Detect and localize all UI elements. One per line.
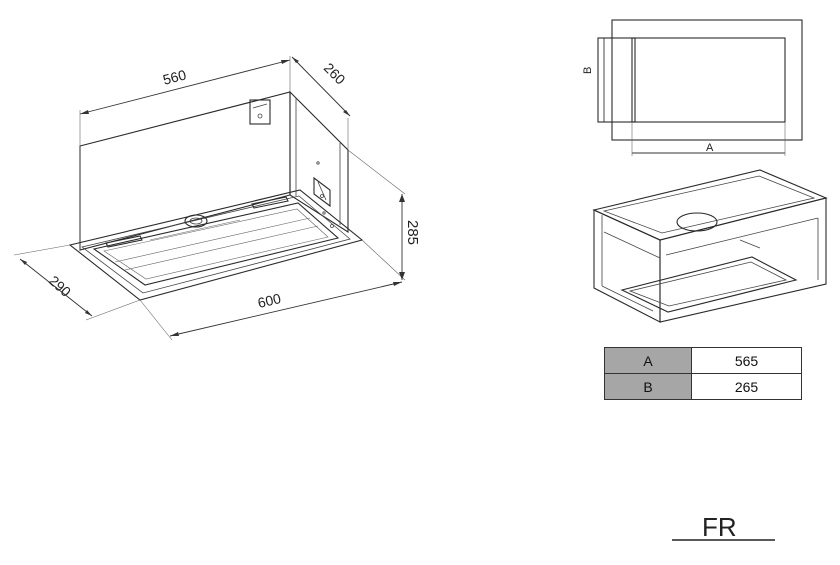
hood-isometric-view: 560 260 285 290 — [13, 56, 421, 341]
cabinet-bottom-cutout — [620, 256, 798, 313]
dim-depth-top-label: 260 — [321, 60, 349, 88]
table-row: B 265 — [604, 373, 802, 400]
cutout-top-view: A B — [582, 19, 803, 156]
hood-outline-rect — [611, 19, 803, 141]
cutout-rect — [597, 37, 636, 123]
dimension-560: 560 — [79, 56, 291, 146]
wall-bracket — [249, 99, 271, 125]
spec-value-a: 565 — [691, 347, 802, 374]
hood-back-panel — [79, 91, 291, 251]
logo-text: FR — [702, 512, 737, 542]
dim-height-label: 285 — [404, 220, 421, 245]
dimension-285: 285 — [347, 149, 421, 281]
dimension-600: 600 — [139, 281, 403, 341]
label-b: B — [582, 67, 594, 74]
label-a: A — [706, 142, 714, 154]
dim-width-top-label: 560 — [161, 66, 188, 87]
control-knob — [184, 214, 208, 228]
cabinet-front-face — [659, 197, 827, 323]
dimension-spec-table: A 565 B 265 — [604, 347, 802, 400]
dim-width-bottom-label: 600 — [256, 290, 283, 311]
filter-plate — [92, 202, 340, 286]
cabinet-isometric-view — [592, 169, 828, 323]
brand-logo: FR — [672, 512, 775, 542]
spec-key-b: B — [604, 373, 692, 400]
table-row: A 565 — [604, 347, 802, 374]
hood-side-panel — [289, 90, 349, 234]
light-strip-right — [251, 196, 289, 209]
hood-inner-rect — [631, 37, 786, 123]
dimension-290: 290 — [13, 244, 141, 321]
spec-value-b: 265 — [691, 373, 802, 400]
dim-depth-bottom-label: 290 — [46, 272, 74, 300]
spec-key-a: A — [604, 347, 692, 374]
side-outlet — [313, 176, 331, 208]
hood-frame-inner — [81, 195, 351, 294]
light-strip-left — [105, 235, 143, 248]
cabinet-left-face — [593, 209, 661, 323]
dimension-260: 260 — [291, 56, 351, 150]
